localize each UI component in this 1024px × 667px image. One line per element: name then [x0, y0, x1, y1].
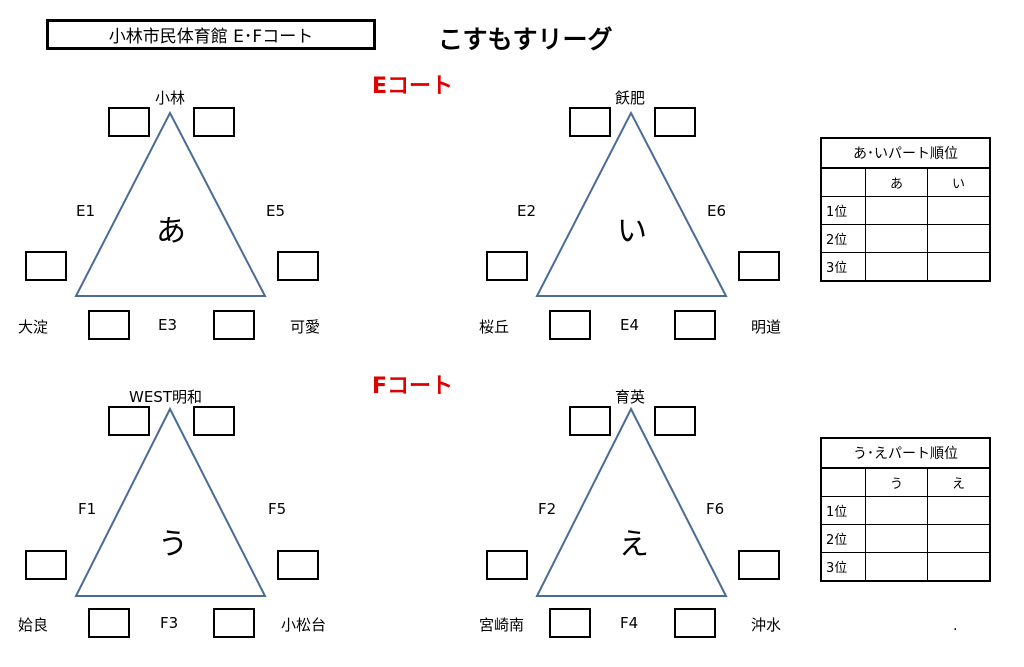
team-right: 可愛 [290, 318, 321, 336]
team-left: 宮崎南 [479, 616, 525, 634]
match-label: F2 [538, 500, 557, 518]
ranking-row-label: 2位 [820, 524, 866, 553]
team-top: 育英 [615, 388, 646, 406]
pool-name: え [619, 527, 649, 562]
score-box[interactable] [25, 251, 67, 281]
ranking-cell[interactable] [865, 224, 928, 253]
score-box[interactable] [654, 406, 696, 436]
score-box[interactable] [193, 107, 235, 137]
ranking-cell[interactable] [865, 524, 928, 553]
triangle-pool-a [74, 110, 267, 297]
ranking-col-header: あ [865, 167, 928, 197]
score-box[interactable] [549, 310, 591, 340]
pool-name: い [617, 214, 647, 249]
ranking-row-label: 3位 [820, 252, 866, 282]
score-box[interactable] [25, 550, 67, 580]
venue-title: 小林市民体育館 E･Fコート [46, 19, 376, 50]
score-box[interactable] [486, 550, 528, 580]
ranking-cell[interactable] [865, 496, 928, 525]
match-label: E2 [517, 202, 537, 220]
pool-name: あ [156, 214, 186, 249]
triangle-pool-u [74, 406, 267, 597]
match-label: F4 [620, 614, 639, 632]
score-box[interactable] [674, 608, 716, 638]
match-label: E1 [76, 202, 96, 220]
ranking-corner [820, 167, 866, 197]
ranking-title: う･えパート順位 [820, 437, 991, 469]
score-box[interactable] [486, 251, 528, 281]
ranking-col-header: う [865, 467, 928, 497]
score-box[interactable] [569, 107, 611, 137]
score-box[interactable] [108, 107, 150, 137]
ranking-row-label: 3位 [820, 552, 866, 582]
score-box[interactable] [193, 406, 235, 436]
score-box[interactable] [108, 406, 150, 436]
triangle-pool-i [535, 110, 728, 297]
ranking-row-label: 2位 [820, 224, 866, 253]
ranking-title: あ･いパート順位 [820, 137, 991, 169]
ranking-cell[interactable] [927, 524, 991, 553]
team-top: WEST明和 [129, 388, 202, 406]
match-label: F5 [268, 500, 287, 518]
score-box[interactable] [213, 608, 255, 638]
team-top: 小林 [155, 89, 186, 107]
ranking-cell[interactable] [927, 552, 991, 582]
ranking-cell[interactable] [865, 552, 928, 582]
score-box[interactable] [738, 550, 780, 580]
ranking-cell[interactable] [927, 252, 991, 282]
ranking-cell[interactable] [927, 224, 991, 253]
ranking-row-label: 1位 [820, 496, 866, 525]
match-label: F3 [160, 614, 179, 632]
score-box[interactable] [88, 310, 130, 340]
ranking-corner [820, 467, 866, 497]
team-top: 飫肥 [615, 89, 646, 107]
score-box[interactable] [277, 251, 319, 281]
ranking-col-header: え [927, 467, 991, 497]
score-box[interactable] [569, 406, 611, 436]
team-right: 小松台 [281, 616, 327, 634]
score-box[interactable] [88, 608, 130, 638]
ranking-row-label: 1位 [820, 196, 866, 225]
match-label: E4 [620, 316, 640, 334]
team-left: 大淀 [18, 318, 49, 336]
court-f-label: Fコート [372, 374, 454, 399]
match-label: E5 [266, 202, 286, 220]
ranking-cell[interactable] [927, 196, 991, 225]
match-label: E3 [158, 316, 178, 334]
team-right: 沖水 [751, 616, 782, 634]
court-e-label: Eコート [372, 74, 454, 99]
match-label: F1 [78, 500, 97, 518]
team-left: 桜丘 [479, 318, 510, 336]
ranking-table-ai: あ･いパート順位 あ い 1位 2位 3位 [820, 137, 991, 282]
match-label: E6 [707, 202, 727, 220]
score-box[interactable] [277, 550, 319, 580]
footnote-dot: . [953, 618, 958, 634]
score-box[interactable] [674, 310, 716, 340]
ranking-cell[interactable] [865, 196, 928, 225]
match-label: F6 [706, 500, 725, 518]
ranking-col-header: い [927, 167, 991, 197]
pool-name: う [158, 527, 188, 562]
score-box[interactable] [738, 251, 780, 281]
score-box[interactable] [654, 107, 696, 137]
score-box[interactable] [549, 608, 591, 638]
ranking-table-ue: う･えパート順位 う え 1位 2位 3位 [820, 437, 991, 582]
ranking-cell[interactable] [865, 252, 928, 282]
triangle-pool-e [535, 406, 728, 597]
league-title: こすもすリーグ [438, 25, 613, 54]
team-left: 姶良 [18, 616, 49, 634]
score-box[interactable] [213, 310, 255, 340]
ranking-cell[interactable] [927, 496, 991, 525]
team-right: 明道 [751, 318, 782, 336]
